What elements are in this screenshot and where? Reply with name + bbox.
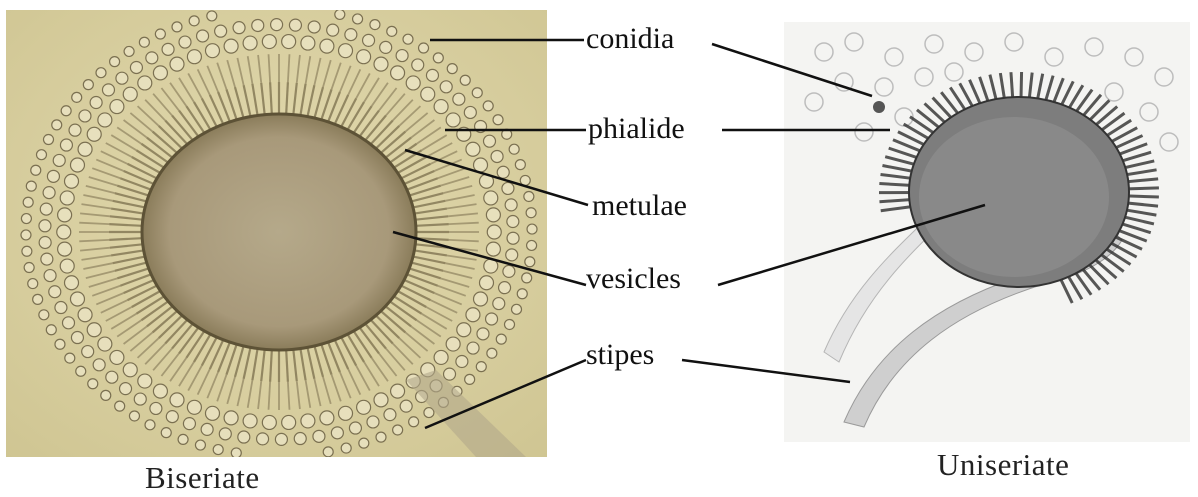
label-conidia: conidia <box>586 22 674 56</box>
caption-biseriate: Biseriate <box>145 460 260 496</box>
uniseriate-conidium-marker <box>873 101 885 113</box>
label-phialide: phialide <box>588 112 685 146</box>
label-vesicles: vesicles <box>586 262 681 296</box>
uniseriate-vesicle-texture <box>919 117 1109 277</box>
label-stipes: stipes <box>586 338 654 372</box>
biseriate-vesicle <box>142 114 416 350</box>
caption-uniseriate: Uniseriate <box>937 447 1069 483</box>
biseriate-micrograph <box>6 10 547 457</box>
label-metulae: metulae <box>592 189 687 223</box>
uniseriate-micrograph <box>784 22 1190 442</box>
